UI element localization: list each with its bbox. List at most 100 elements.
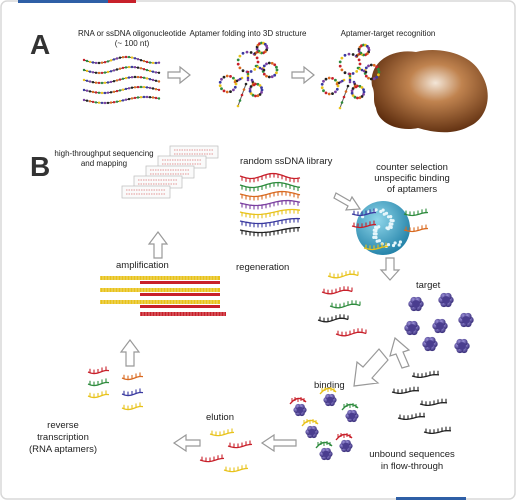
- read-card: [121, 185, 171, 199]
- bead-pore: [381, 208, 385, 212]
- duplex-complement-bar: [140, 293, 220, 296]
- nucleotide-dot: [348, 78, 352, 82]
- nucleotide-dot: [148, 96, 152, 99]
- nucleotide-dot: [139, 85, 143, 89]
- nucleotide-dot: [367, 76, 370, 80]
- nucleotide-dot: [136, 85, 140, 89]
- nucleotide-dot: [82, 98, 86, 102]
- nucleotide-dot: [251, 93, 255, 97]
- nucleotide-dot: [260, 91, 263, 94]
- nucleotide-dot: [324, 91, 328, 95]
- nucleotide-dot: [127, 87, 131, 90]
- nucleotide-dot: [136, 75, 140, 79]
- nucleotide-dot: [358, 84, 362, 88]
- nucleotide-dot: [238, 99, 242, 102]
- nucleotide-dot: [100, 71, 104, 75]
- nucleotide-dot: [358, 96, 362, 100]
- nucleotide-dot: [148, 69, 152, 73]
- nucleotide-dot: [139, 76, 143, 79]
- nucleotide-dot: [273, 73, 277, 77]
- nucleotide-dot: [124, 66, 128, 69]
- random-library-strands: [239, 172, 301, 237]
- bead-pore: [398, 240, 402, 244]
- nucleotide-dot: [320, 86, 324, 90]
- nucleotide-dot: [151, 87, 155, 90]
- nucleotide-dot: [334, 90, 337, 94]
- nucleotide-dot: [130, 76, 134, 79]
- nucleotide-dot: [335, 87, 339, 91]
- nucleotide-dot: [267, 75, 271, 79]
- nucleotide-dot: [362, 69, 366, 73]
- nucleotide-dot: [85, 69, 89, 73]
- target-protein-icon: [422, 336, 438, 352]
- duplex-complement-bar: [140, 281, 220, 284]
- nucleotide-dot: [348, 76, 352, 80]
- nucleotide-dot: [246, 70, 250, 74]
- nucleotide-dot: [157, 97, 161, 100]
- bead-pore: [384, 211, 389, 215]
- nucleotide-dot: [112, 80, 116, 83]
- nucleotide-dot: [222, 75, 226, 79]
- nucleotide-dot: [255, 56, 259, 60]
- unbound-label-line1: unbound sequences: [369, 449, 455, 460]
- nucleotide-dot: [148, 61, 152, 64]
- arrow-to-elution-icon: [260, 433, 297, 453]
- nucleotide-dot: [351, 94, 355, 97]
- nucleotide-dot: [133, 75, 137, 79]
- target-protein-icon: [339, 439, 353, 453]
- nucleotide-dot: [142, 59, 146, 63]
- target-protein-icon: [458, 312, 474, 328]
- nucleotide-dot: [145, 95, 149, 99]
- nucleotide-dot: [106, 70, 110, 74]
- nucleotide-dot: [229, 75, 232, 78]
- nucleotide-dot: [154, 79, 158, 83]
- nucleotide-dot: [115, 68, 119, 71]
- nucleotide-dot: [145, 68, 149, 72]
- bead-strand: [351, 208, 377, 217]
- nucleotide-dot: [232, 76, 235, 80]
- library-label: random ssDNA library: [240, 156, 333, 167]
- rt-label-line2: transcription: [37, 432, 89, 443]
- arrow-fold-icon: [167, 65, 191, 85]
- nucleotide-dot: [88, 70, 92, 73]
- nucleotide-dot: [322, 79, 325, 83]
- unbound-strand: [391, 386, 420, 395]
- target-protein-icon: [319, 447, 333, 461]
- nucleotide-dot: [256, 94, 260, 98]
- hts-label-line2: and mapping: [81, 159, 127, 168]
- nucleotide-dot: [260, 67, 264, 71]
- nucleotide-dot: [257, 49, 261, 53]
- nucleotide-dot: [331, 77, 334, 80]
- nucleotide-dot: [249, 51, 253, 54]
- nucleotide-dot: [85, 79, 89, 83]
- aptamer-bound-structure: [320, 43, 381, 110]
- nucleotide-dot: [127, 97, 131, 101]
- nucleotide-dot: [367, 46, 370, 50]
- nucleotide-dot: [97, 61, 101, 65]
- nucleotide-dot: [244, 82, 248, 86]
- nucleotide-dot: [346, 84, 350, 88]
- nucleotide-dot: [91, 61, 95, 64]
- nucleotide-dot: [327, 76, 331, 80]
- unbound-strand: [423, 426, 452, 435]
- nucleotide-dot: [360, 68, 364, 72]
- nucleotide-dot: [246, 76, 250, 80]
- nucleotide-dot: [88, 100, 92, 103]
- bead-strand: [403, 224, 429, 233]
- arrow-to-unbound-icon: [389, 336, 411, 369]
- nucleotide-dot: [252, 83, 256, 87]
- bead-pore: [390, 222, 394, 226]
- nucleotide-dot: [133, 66, 137, 69]
- nucleotide-dot: [270, 75, 274, 79]
- arrow-to-sequencing-icon: [147, 231, 169, 259]
- bead-pore: [374, 208, 378, 212]
- nucleotide-dot: [222, 89, 226, 93]
- nucleotide-dot: [327, 92, 331, 96]
- nucleotide-dot: [273, 63, 277, 67]
- nucleotide-dot: [136, 58, 140, 61]
- nucleotide-dot: [351, 53, 355, 56]
- nucleotide-dot: [145, 60, 149, 64]
- hts-label-line1: high-throughput sequencing: [54, 149, 153, 158]
